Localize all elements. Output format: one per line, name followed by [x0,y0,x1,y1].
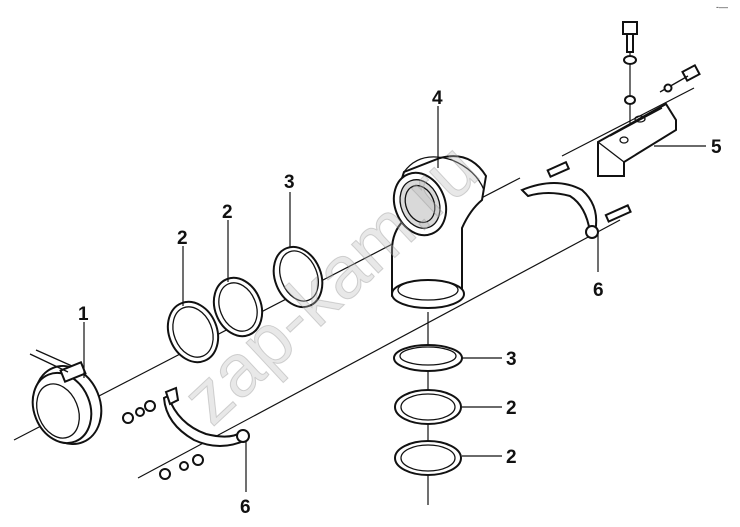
leader-lines [83,106,706,492]
gasket-part-2c [394,389,462,425]
clip-part-6-left [122,386,250,480]
bracket-part-5 [597,21,701,177]
gasket-part-2b [212,276,264,338]
gasket-part-2d [394,440,462,476]
clamp-part-1 [29,349,103,445]
seal-ring-part-3b [393,344,463,372]
clip-part-6-right [520,160,632,239]
gasket-part-2a [166,300,220,364]
callout-labels: 1 2 2 3 4 5 6 3 2 2 6 [78,88,722,518]
callout-6-right: 6 [593,280,604,301]
callout-4: 4 [432,88,443,109]
callout-1: 1 [78,304,89,325]
callout-2b: 2 [222,202,233,223]
elbow-part-4 [391,155,488,309]
seal-ring-part-3a [272,245,324,309]
callout-2d: 2 [506,447,517,468]
corner-mark: -— [716,2,728,12]
callout-5: 5 [711,137,722,158]
callout-6-left: 6 [240,497,251,518]
callout-3a: 3 [284,172,295,193]
callout-2c: 2 [506,398,517,419]
callout-2a: 2 [177,228,188,249]
callout-3b: 3 [506,349,517,370]
